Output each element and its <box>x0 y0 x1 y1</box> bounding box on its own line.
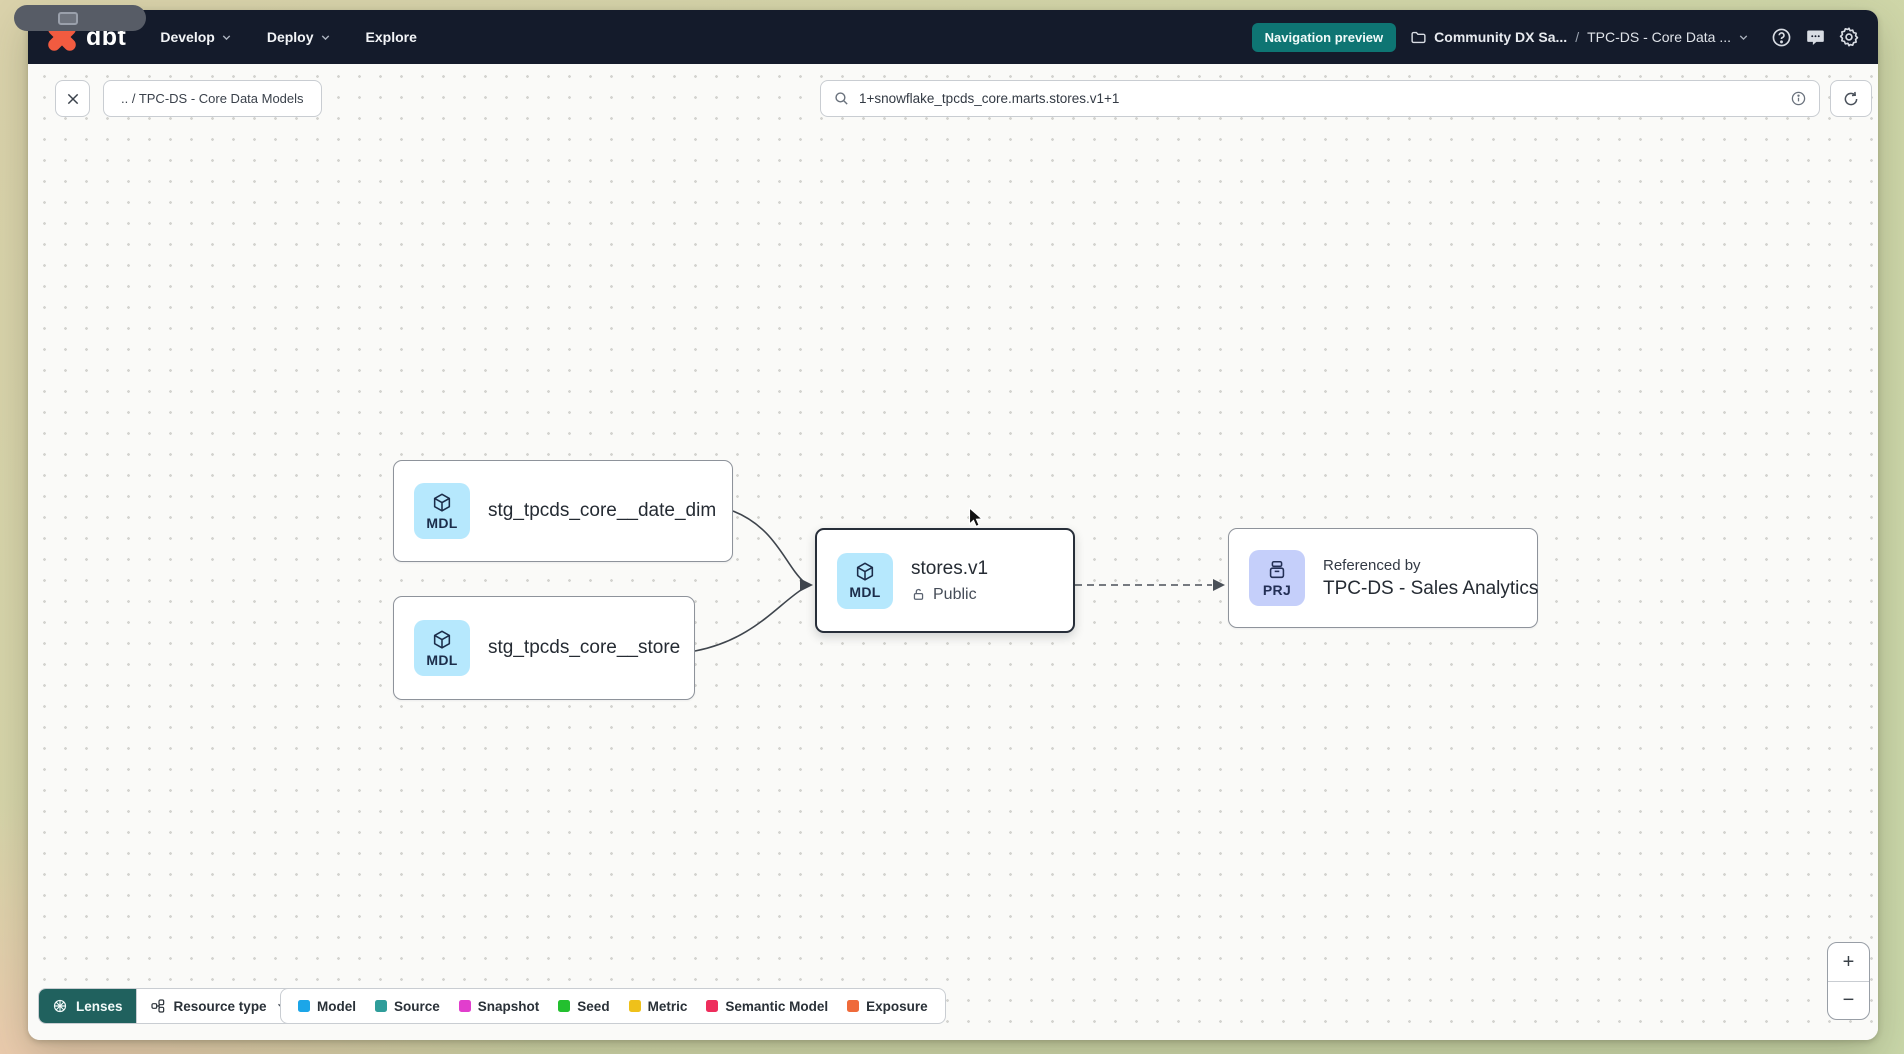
legend-swatch <box>847 1000 860 1012</box>
nav-item-explore[interactable]: Explore <box>365 29 417 45</box>
refresh-icon <box>1844 91 1858 105</box>
zoom-controls: + − <box>1827 942 1870 1020</box>
feedback-icon[interactable] <box>1804 26 1826 48</box>
folder-icon <box>1411 31 1426 43</box>
legend-item-seed: Seed <box>558 999 610 1014</box>
close-lineage-button[interactable] <box>55 80 90 117</box>
model-badge: MDL <box>837 552 893 609</box>
screen-capture-indicator <box>14 5 146 31</box>
legend-item-semantic-model: Semantic Model <box>706 999 828 1014</box>
chevron-down-icon <box>321 34 329 40</box>
settings-gear-icon[interactable] <box>1838 26 1860 48</box>
lineage-selector-bar <box>820 80 1820 117</box>
account-crumb[interactable]: Community DX Sa... <box>1410 29 1567 46</box>
app-window: dbt Develop Deploy Explore Navigation pr… <box>28 10 1878 1040</box>
archive-icon <box>1269 560 1285 578</box>
model-node-stores-v1[interactable]: MDL stores.v1 Public <box>815 528 1075 633</box>
legend-item-source: Source <box>375 999 440 1014</box>
model-badge: MDL <box>414 483 470 539</box>
lens-controls: Lenses Resource type <box>38 988 303 1024</box>
node-name: stg_tpcds_core__store <box>488 637 681 658</box>
top-navbar: dbt Develop Deploy Explore Navigation pr… <box>28 10 1878 64</box>
legend-swatch <box>458 1000 471 1012</box>
legend-swatch <box>628 1000 641 1012</box>
graph-nodes-icon <box>150 999 164 1013</box>
model-badge: MDL <box>414 620 470 676</box>
legend-swatch <box>375 1000 387 1012</box>
legend-item-exposure: Exposure <box>847 999 928 1014</box>
resource-type-legend: Model Source Snapshot Seed Metric Semant… <box>280 988 946 1024</box>
cube-icon <box>433 493 451 512</box>
search-icon <box>835 92 848 105</box>
chevron-down-icon <box>1739 34 1748 40</box>
screen-icon <box>58 11 78 25</box>
navbar-icons <box>1770 26 1860 48</box>
project-node-sales-analytics[interactable]: PRJ Referenced by TPC-DS - Sales Analyti… <box>1228 528 1538 628</box>
nav-item-deploy[interactable]: Deploy <box>267 29 332 45</box>
legend-item-snapshot: Snapshot <box>458 999 539 1014</box>
breadcrumb-separator: / <box>1575 29 1580 45</box>
lineage-breadcrumb-chip[interactable]: .. / TPC-DS - Core Data Models <box>103 80 322 117</box>
node-text: stores.v1 Public <box>911 558 988 604</box>
unlock-icon <box>913 588 924 600</box>
cube-icon <box>433 630 451 649</box>
zoom-in-button[interactable]: + <box>1842 950 1855 973</box>
node-kicker: Referenced by <box>1323 556 1421 574</box>
node-name: stores.v1 <box>911 557 989 579</box>
legend-swatch <box>706 1000 719 1012</box>
zoom-out-button[interactable]: − <box>1828 981 1869 1019</box>
node-name: stg_tpcds_core__date_dim <box>488 500 717 521</box>
project-crumb[interactable]: TPC-DS - Core Data ... <box>1587 29 1750 45</box>
model-node-store[interactable]: MDL stg_tpcds_core__store <box>393 596 695 700</box>
legend-swatch <box>298 1000 310 1012</box>
access-row: Public <box>911 586 988 604</box>
breadcrumb: Community DX Sa... / TPC-DS - Core Data … <box>1410 29 1750 46</box>
model-node-date-dim[interactable]: MDL stg_tpcds_core__date_dim <box>393 460 733 562</box>
chevron-down-icon <box>222 34 231 40</box>
close-icon <box>67 93 78 104</box>
help-icon[interactable] <box>1770 26 1792 48</box>
legend-item-model: Model <box>298 999 356 1014</box>
main-nav: Develop Deploy Explore <box>160 29 417 45</box>
resource-type-dropdown[interactable]: Resource type <box>135 989 302 1023</box>
nav-item-develop[interactable]: Develop <box>160 29 232 45</box>
node-text: Referenced by TPC-DS - Sales Analytics <box>1323 557 1538 600</box>
node-name: TPC-DS - Sales Analytics <box>1323 577 1539 599</box>
lens-icon <box>53 999 67 1013</box>
legend-swatch <box>558 1000 571 1012</box>
info-icon[interactable] <box>1790 90 1807 107</box>
selector-input[interactable] <box>859 91 1781 106</box>
cube-icon <box>856 562 874 581</box>
project-badge: PRJ <box>1249 550 1305 606</box>
legend-item-metric: Metric <box>628 999 687 1014</box>
lenses-button[interactable]: Lenses <box>39 989 136 1023</box>
navigation-preview-badge[interactable]: Navigation preview <box>1251 22 1397 52</box>
navbar-right: Navigation preview Community DX Sa... / … <box>1251 22 1860 52</box>
refresh-lineage-button[interactable] <box>1830 80 1872 117</box>
